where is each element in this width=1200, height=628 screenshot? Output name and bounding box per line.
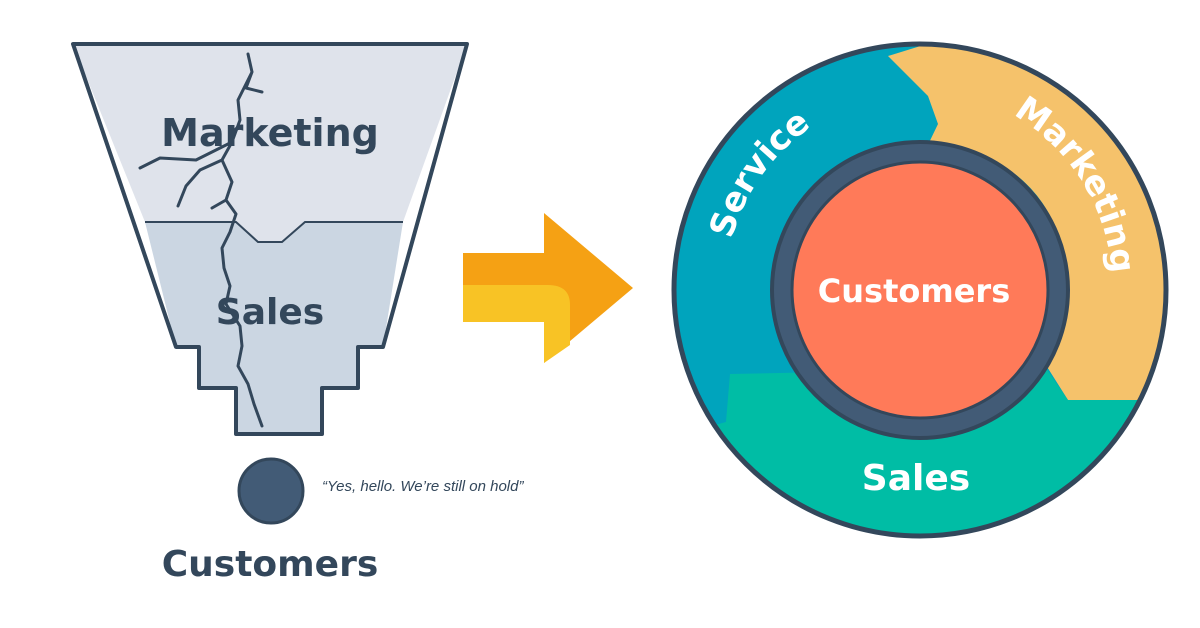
arrow-highlight [463,285,570,363]
funnel-marketing-section [73,44,467,242]
customer-dot [237,457,305,525]
customers-caption: Customers [162,544,379,585]
transition-arrow [463,213,633,363]
flywheel-outer-ring [671,41,1169,539]
funnel-customer: “Yes, hello. We’re still on hold” Custom… [162,457,524,585]
funnel-divider [145,221,403,243]
funnel-sales-label: Sales [216,292,324,333]
flywheel-center [790,160,1050,420]
funnel-crack [138,52,264,428]
flywheel-center-label: Customers [818,272,1010,310]
funnel-marketing-label: Marketing [161,111,379,155]
customer-quote: “Yes, hello. We’re still on hold” [322,478,524,495]
funnel: Marketing Sales [71,42,469,436]
funnel-sales-section [145,222,403,434]
funnel-outline [71,42,469,436]
flywheel-sales-label: Sales [862,458,970,499]
flywheel: Customers Service Marketing Sales [671,41,1169,539]
